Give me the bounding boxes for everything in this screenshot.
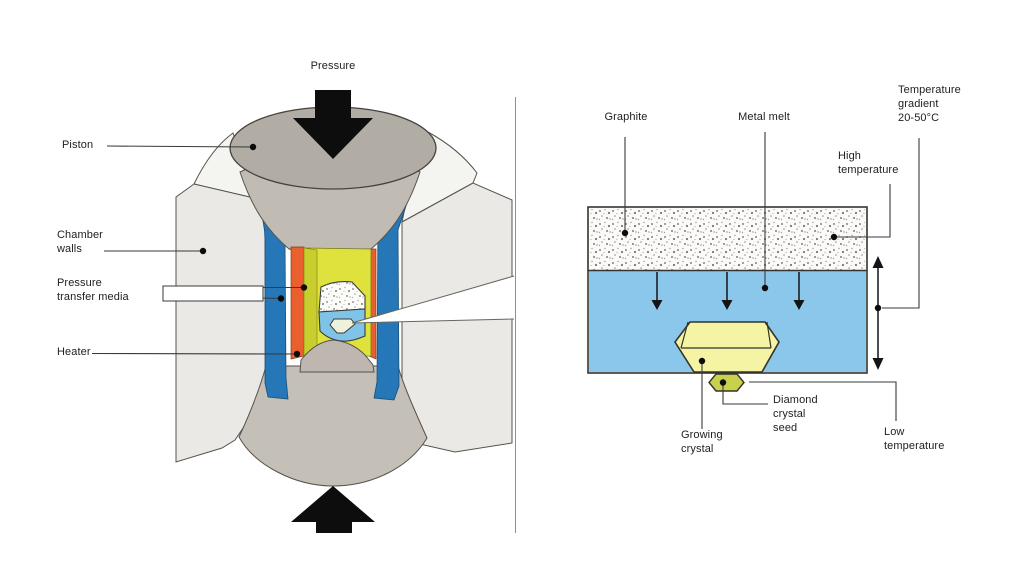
heater-strip-left xyxy=(290,246,305,360)
pressure-up-arrow-icon xyxy=(291,486,375,533)
growing-crystal-facets xyxy=(680,321,772,349)
growing-crystal-shape xyxy=(674,321,780,373)
pressure-label: Pressure xyxy=(310,60,356,72)
temperature-gradient-label: Temperature gradient 20-50°C xyxy=(898,84,961,124)
pressure-media-right xyxy=(373,186,413,401)
temperature-gradient-arrow xyxy=(872,256,884,370)
high-temperature-label: High temperature xyxy=(838,150,899,176)
growth-cell-detail xyxy=(587,206,884,392)
diamond-crystal-seed-label: Diamond crystal seed xyxy=(773,394,818,434)
piston-label: Piston xyxy=(62,139,94,151)
graphite-label: Graphite xyxy=(604,111,648,123)
carbon-transport-arrows xyxy=(651,272,805,310)
growing-crystal-label: Growing crystal xyxy=(681,429,723,455)
leader-dots xyxy=(199,143,882,386)
capsule-seed-diamond xyxy=(329,318,356,334)
leader-lines xyxy=(91,132,920,429)
sample-cell-fold xyxy=(303,247,318,359)
press-cross-section xyxy=(175,90,515,533)
metal-melt-label: Metal melt xyxy=(738,111,790,123)
chamber-walls-label: Chamber walls xyxy=(57,229,103,255)
heater-label: Heater xyxy=(57,346,91,358)
pressure-down-arrow-icon xyxy=(293,90,373,159)
graphite-layer xyxy=(590,209,865,270)
pressure-transfer-media-label: Pressure transfer media xyxy=(57,277,129,303)
capsule-graphite-speckle xyxy=(319,281,365,312)
magnifier-wedge-edges xyxy=(351,275,515,324)
seed-crystal-shape xyxy=(708,373,745,392)
low-temperature-label: Low temperature xyxy=(884,426,945,452)
